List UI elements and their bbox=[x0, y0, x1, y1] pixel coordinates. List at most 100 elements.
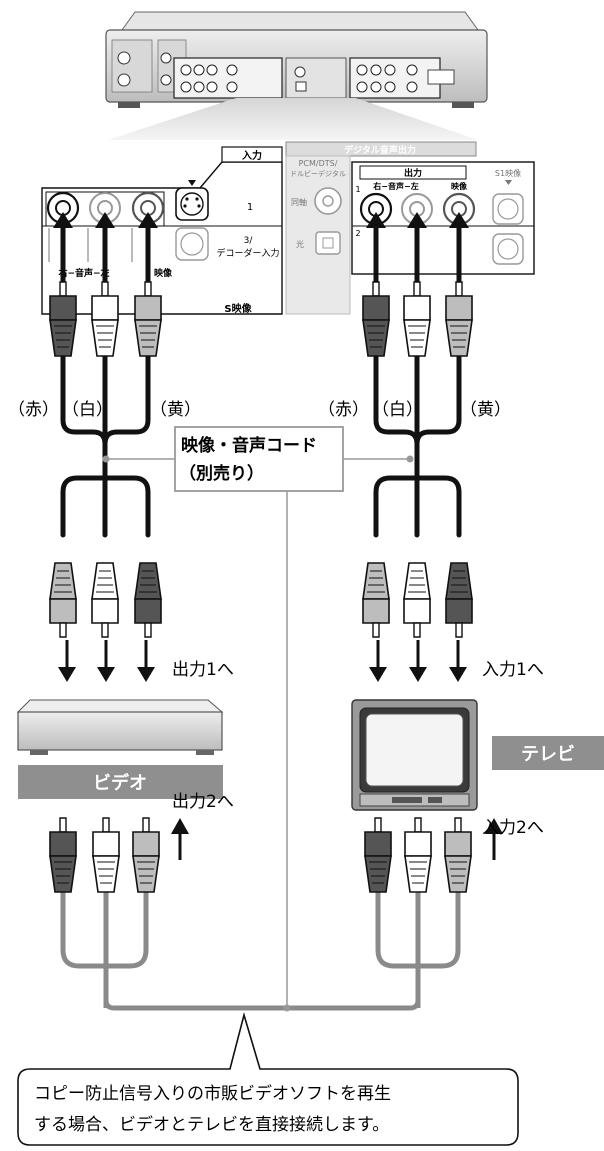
tv-gray-plug-1 bbox=[404, 817, 432, 893]
right-bottom-plug-0-tip bbox=[372, 622, 380, 638]
left-jack-arrowhead-2 bbox=[138, 212, 158, 228]
vcr-gray-plug-1-shell bbox=[92, 831, 120, 857]
left-bottom-plug-0-body bbox=[49, 562, 77, 600]
right-plug-color-labels: （赤） （白） （黄） bbox=[318, 400, 511, 420]
left-top-plug-1 bbox=[91, 281, 119, 357]
right-cable-2 bbox=[414, 353, 462, 463]
left-top-plug-2 bbox=[134, 281, 162, 357]
output-terminal-panel: 出力 右−音声−左 映像 1 2 S1映像 bbox=[351, 161, 535, 275]
recorder-device bbox=[105, 11, 488, 108]
left-yellow-label: （黄） bbox=[150, 400, 201, 420]
pcm-label-1: PCM/DTS/ bbox=[299, 159, 338, 168]
left-top-plug-0-shell bbox=[49, 295, 77, 321]
tv-gray-plug-2-body bbox=[444, 855, 472, 893]
right-top-plug-2-body bbox=[445, 319, 473, 357]
gray-link-cable bbox=[103, 999, 421, 1011]
left-top-plug-2-tip bbox=[144, 281, 152, 297]
left-bottom-plug-2-shell bbox=[134, 598, 162, 624]
vcr-output2-label: 出力2へ bbox=[172, 792, 234, 812]
right-top-plug-1-body bbox=[403, 319, 431, 357]
left-top-plug-0-body bbox=[49, 319, 77, 357]
right-bottom-plug-1-shell bbox=[403, 598, 431, 624]
vcr-gray-plug-0-body bbox=[49, 855, 77, 893]
right-bottom-plug-2-tip bbox=[455, 622, 463, 638]
digital-header: デジタル音声出力 bbox=[344, 144, 416, 156]
vcr-device bbox=[16, 699, 224, 755]
input-video-label: 映像 bbox=[154, 267, 173, 279]
left-jack-arrowhead-1 bbox=[95, 212, 115, 228]
cable-label-callout: 映像・音声コード （別売り） bbox=[102, 426, 414, 1008]
right-top-plug-2-tip bbox=[455, 281, 463, 297]
left-top-plug-2-shell bbox=[134, 295, 162, 321]
left-bottom-plug-1-shell bbox=[91, 598, 119, 624]
right-jack-arrowhead-2 bbox=[449, 212, 469, 228]
vcr-gray-plug-2 bbox=[132, 817, 160, 893]
right-top-plug-1 bbox=[403, 281, 431, 357]
vcr-name-band bbox=[18, 765, 223, 799]
left-top-plug-2-body bbox=[134, 319, 162, 357]
right-top-plug-0-body bbox=[362, 319, 390, 357]
output-number-2: 2 bbox=[355, 229, 360, 238]
left-cable-2 bbox=[102, 353, 151, 463]
left-top-plug-0-tip bbox=[59, 281, 67, 297]
right-top-plug-0 bbox=[362, 281, 390, 357]
digital-audio-panel: デジタル音声出力 PCM/DTS/ ドルビーデジタル 同軸 光 bbox=[285, 141, 477, 315]
left-bottom-plug-1-tip bbox=[101, 622, 109, 638]
right-white-label: （白） bbox=[372, 400, 423, 420]
right-bottom-plug-0 bbox=[362, 562, 390, 638]
pcm-label-2: ドルビーデジタル bbox=[290, 169, 346, 178]
note-line2: する場合、ビデオとテレビを直接接続します。 bbox=[34, 1114, 389, 1135]
vcr-gray-plug-1 bbox=[92, 817, 120, 893]
vcr-gray-plug-0-tip bbox=[59, 817, 67, 833]
tv-name: テレビ bbox=[521, 744, 575, 765]
left-top-plug-1-shell bbox=[91, 295, 119, 321]
input-terminal-panel: 入力 1 3/ デコーダー入力 S映像 右−音声−左 映像 bbox=[41, 146, 283, 315]
left-bottom-plug-1-body bbox=[91, 562, 119, 600]
right-bottom-plug-0-shell bbox=[362, 598, 390, 624]
tv-gray-plug-0-tip bbox=[374, 817, 382, 833]
right-jack-arrowhead-1 bbox=[407, 212, 427, 228]
vcr-gray-plug-1-tip bbox=[102, 817, 110, 833]
vcr-gray-plug-2-shell bbox=[132, 831, 160, 857]
left-top-plug-1-body bbox=[91, 319, 119, 357]
tv-gray-plug-0-shell bbox=[364, 831, 392, 857]
input-header: 入力 bbox=[242, 149, 262, 162]
left-bottom-plug-0-shell bbox=[49, 598, 77, 624]
zoom-beam bbox=[108, 98, 478, 140]
right-bottom-plug-2 bbox=[445, 562, 473, 638]
input-number-1: 1 bbox=[247, 202, 253, 213]
down-arrows bbox=[58, 640, 467, 682]
right-bottom-plug-2-shell bbox=[445, 598, 473, 624]
right-top-plug-0-tip bbox=[372, 281, 380, 297]
optical-label: 光 bbox=[296, 239, 304, 249]
tv-name-band bbox=[492, 736, 604, 770]
right-top-plug-2 bbox=[445, 281, 473, 357]
tv-device bbox=[351, 699, 478, 811]
left-top-plug-1-tip bbox=[101, 281, 109, 297]
coaxial-label: 同軸 bbox=[291, 197, 307, 207]
tv-gray-plug-2-tip bbox=[454, 817, 462, 833]
output-header: 出力 bbox=[404, 167, 422, 179]
right-top-plug-1-tip bbox=[413, 281, 421, 297]
output-video-label: 映像 bbox=[451, 181, 468, 191]
right-bottom-plug-1-body bbox=[403, 562, 431, 600]
tv-gray-plug-0-body bbox=[364, 855, 392, 893]
right-top-plug-0-shell bbox=[362, 295, 390, 321]
s-video-label: S映像 bbox=[224, 302, 252, 315]
right-bottom-plug-0-body bbox=[362, 562, 390, 600]
output-audio-label: 右−音声−左 bbox=[372, 181, 418, 191]
vcr-name: ビデオ bbox=[93, 772, 147, 794]
note-callout: コピー防止信号入りの市販ビデオソフトを再生 する場合、ビデオとテレビを直接接続し… bbox=[17, 1012, 519, 1146]
left-white-label: （白） bbox=[62, 400, 113, 420]
right-bottom-plug-1-tip bbox=[413, 622, 421, 638]
vcr-gray-plug-0 bbox=[49, 817, 77, 893]
plug-group bbox=[49, 281, 473, 893]
vcr-gray-plug-1-body bbox=[92, 855, 120, 893]
tv-input2-label: 入力2へ bbox=[482, 818, 544, 838]
tv-input1-label: 入力1へ bbox=[482, 660, 544, 680]
tv-gray-plug-1-body bbox=[404, 855, 432, 893]
cable-group bbox=[53, 212, 469, 1012]
decoder-label-1: 3/ bbox=[244, 236, 254, 246]
left-top-plug-0 bbox=[49, 281, 77, 357]
left-bottom-plug-0 bbox=[49, 562, 77, 638]
